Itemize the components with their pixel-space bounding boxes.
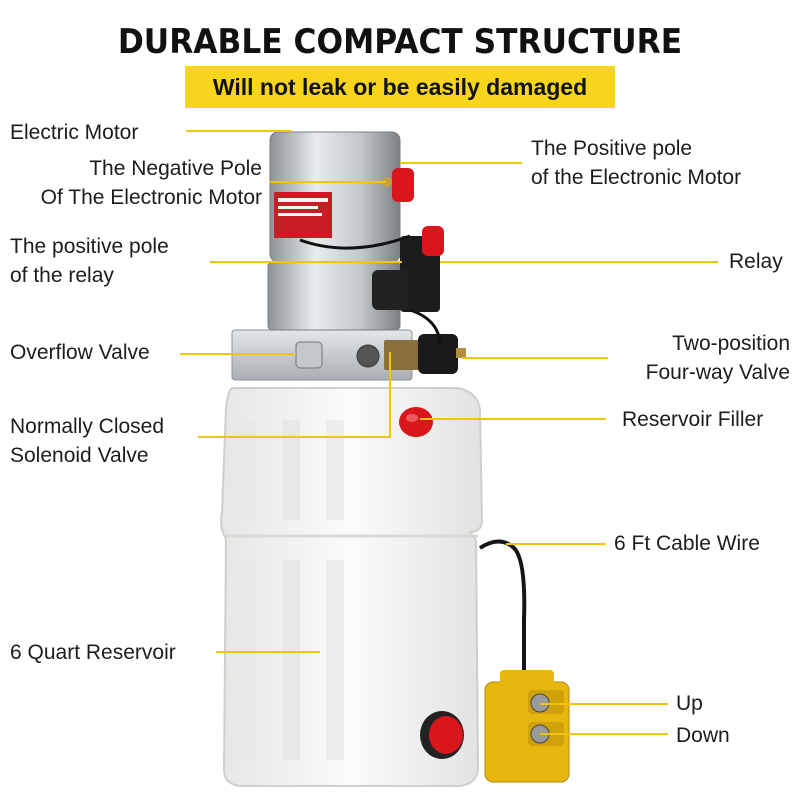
label-positive-pole-motor: The Positive pole of the Electronic Moto… — [531, 134, 741, 192]
page-title: DURABLE COMPACT STRUCTURE — [117, 22, 683, 62]
label-normally-closed-valve-line1: Normally Closed — [10, 415, 165, 438]
label-two-position-valve-line2: Four-way Valve — [645, 361, 790, 384]
label-negative-pole-line1: The Negative Pole — [89, 157, 262, 180]
label-two-position-valve-line1: Two-position — [672, 332, 790, 355]
label-negative-pole: The Negative Pole Of The Electronic Moto… — [10, 154, 262, 212]
label-two-position-valve: Two-position Four-way Valve — [600, 329, 790, 387]
electric-motor — [267, 131, 401, 331]
label-down: Down — [676, 724, 730, 747]
remote-pendant — [484, 670, 570, 783]
label-overflow-valve: Overflow Valve — [10, 341, 150, 364]
label-positive-pole-relay-line1: The positive pole — [10, 235, 169, 258]
cable-wire — [478, 539, 527, 688]
label-normally-closed-valve: Normally Closed Solenoid Valve — [10, 412, 164, 470]
valve-block — [231, 329, 466, 381]
label-up: Up — [676, 692, 703, 715]
subtitle-banner: Will not leak or be easily damaged — [185, 66, 615, 108]
label-reservoir-filler: Reservoir Filler — [622, 408, 764, 431]
label-negative-pole-line2: Of The Electronic Motor — [40, 186, 262, 209]
reservoir-filler-cap — [399, 407, 433, 437]
label-electric-motor: Electric Motor — [10, 121, 139, 144]
reservoir-tank — [220, 387, 484, 787]
leader-lines — [180, 130, 718, 735]
terminal-caps — [382, 168, 444, 256]
label-normally-closed-valve-line2: Solenoid Valve — [10, 444, 149, 467]
label-positive-pole-relay-line2: of the relay — [10, 264, 114, 287]
label-positive-pole-relay: The positive pole of the relay — [10, 232, 169, 290]
label-positive-pole-motor-line1: The Positive pole — [531, 137, 693, 160]
label-quart-reservoir: 6 Quart Reservoir — [10, 641, 176, 664]
label-positive-pole-motor-line2: of the Electronic Motor — [531, 166, 742, 189]
label-relay: Relay — [729, 250, 783, 273]
subtitle-text: Will not leak or be easily damaged — [212, 73, 588, 100]
label-cable-wire: 6 Ft Cable Wire — [614, 532, 760, 555]
drain-plug — [420, 711, 464, 759]
